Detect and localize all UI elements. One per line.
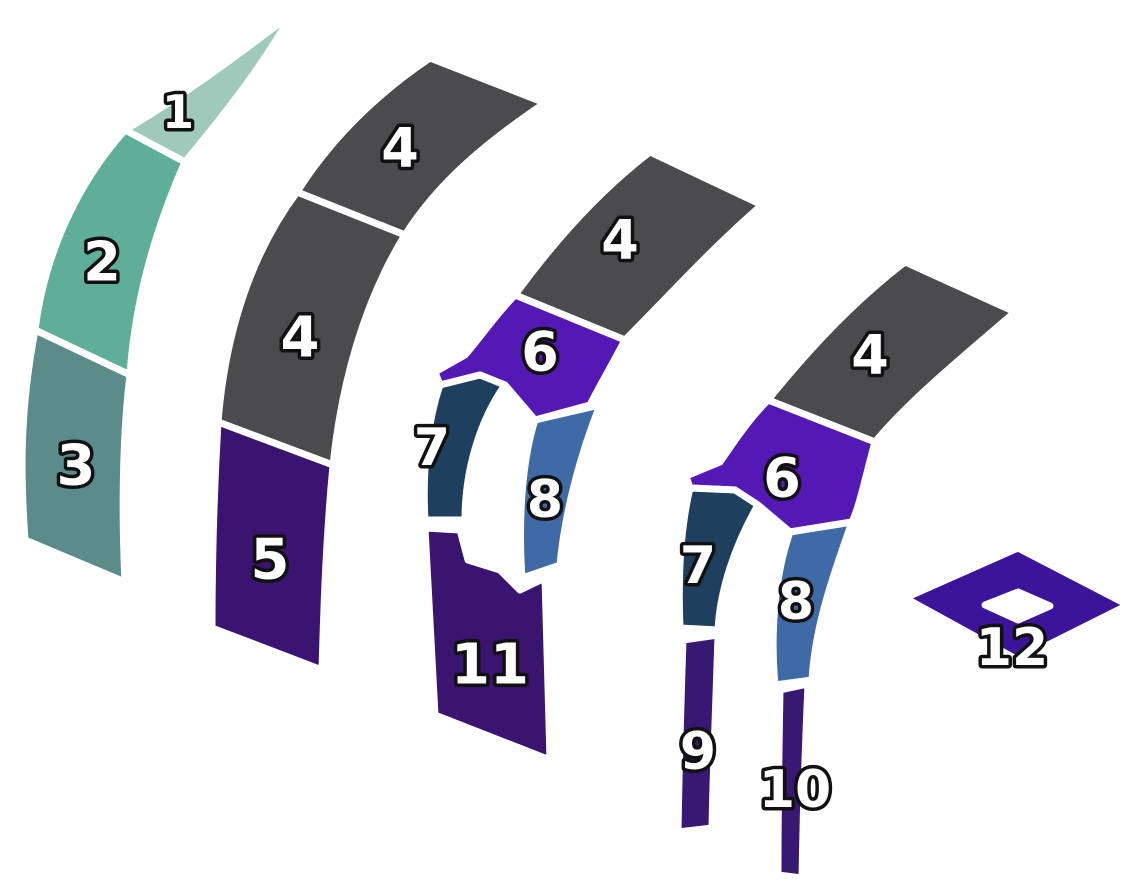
segment-4b-label: 4	[281, 306, 320, 371]
segment-4a-label: 4	[381, 117, 419, 180]
segment-8a-label: 8	[527, 470, 563, 530]
segment-7b-label: 7	[680, 536, 716, 596]
segment-6a-label: 6	[521, 321, 559, 384]
segment-7a-label: 7	[414, 418, 450, 478]
segment-10-label: 10	[759, 760, 831, 820]
segment-4d-label: 4	[851, 324, 889, 387]
segment-9-label: 9	[680, 722, 716, 782]
arch-group-5: 12	[905, 548, 1128, 678]
segment-8b-label: 8	[778, 572, 814, 632]
segment-4c-label: 4	[601, 209, 639, 272]
segment-1-label: 1	[162, 85, 194, 139]
segment-12-label: 12	[976, 618, 1048, 678]
segment-5-label: 5	[251, 528, 290, 593]
segment-3-label: 3	[57, 434, 96, 499]
segment-6b-label: 6	[763, 447, 801, 510]
segment-11-label: 11	[451, 633, 529, 698]
segment-2-label: 2	[83, 231, 121, 294]
